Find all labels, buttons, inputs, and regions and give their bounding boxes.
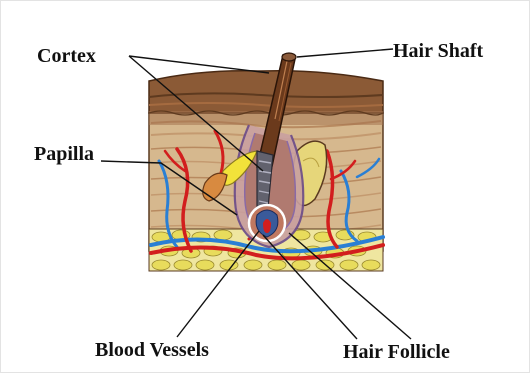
papilla-label: Papilla	[34, 144, 94, 164]
cortex-leader-a	[129, 56, 269, 73]
hair-follicle-label: Hair Follicle	[343, 342, 450, 362]
blood-vessels-label: Blood Vessels	[95, 340, 209, 360]
hair-shaft-leader	[297, 49, 393, 57]
epidermis-layer	[149, 71, 383, 125]
cortex-label: Cortex	[37, 46, 96, 66]
hair-bulb	[249, 205, 285, 241]
hair-shaft-label: Hair Shaft	[393, 41, 483, 61]
